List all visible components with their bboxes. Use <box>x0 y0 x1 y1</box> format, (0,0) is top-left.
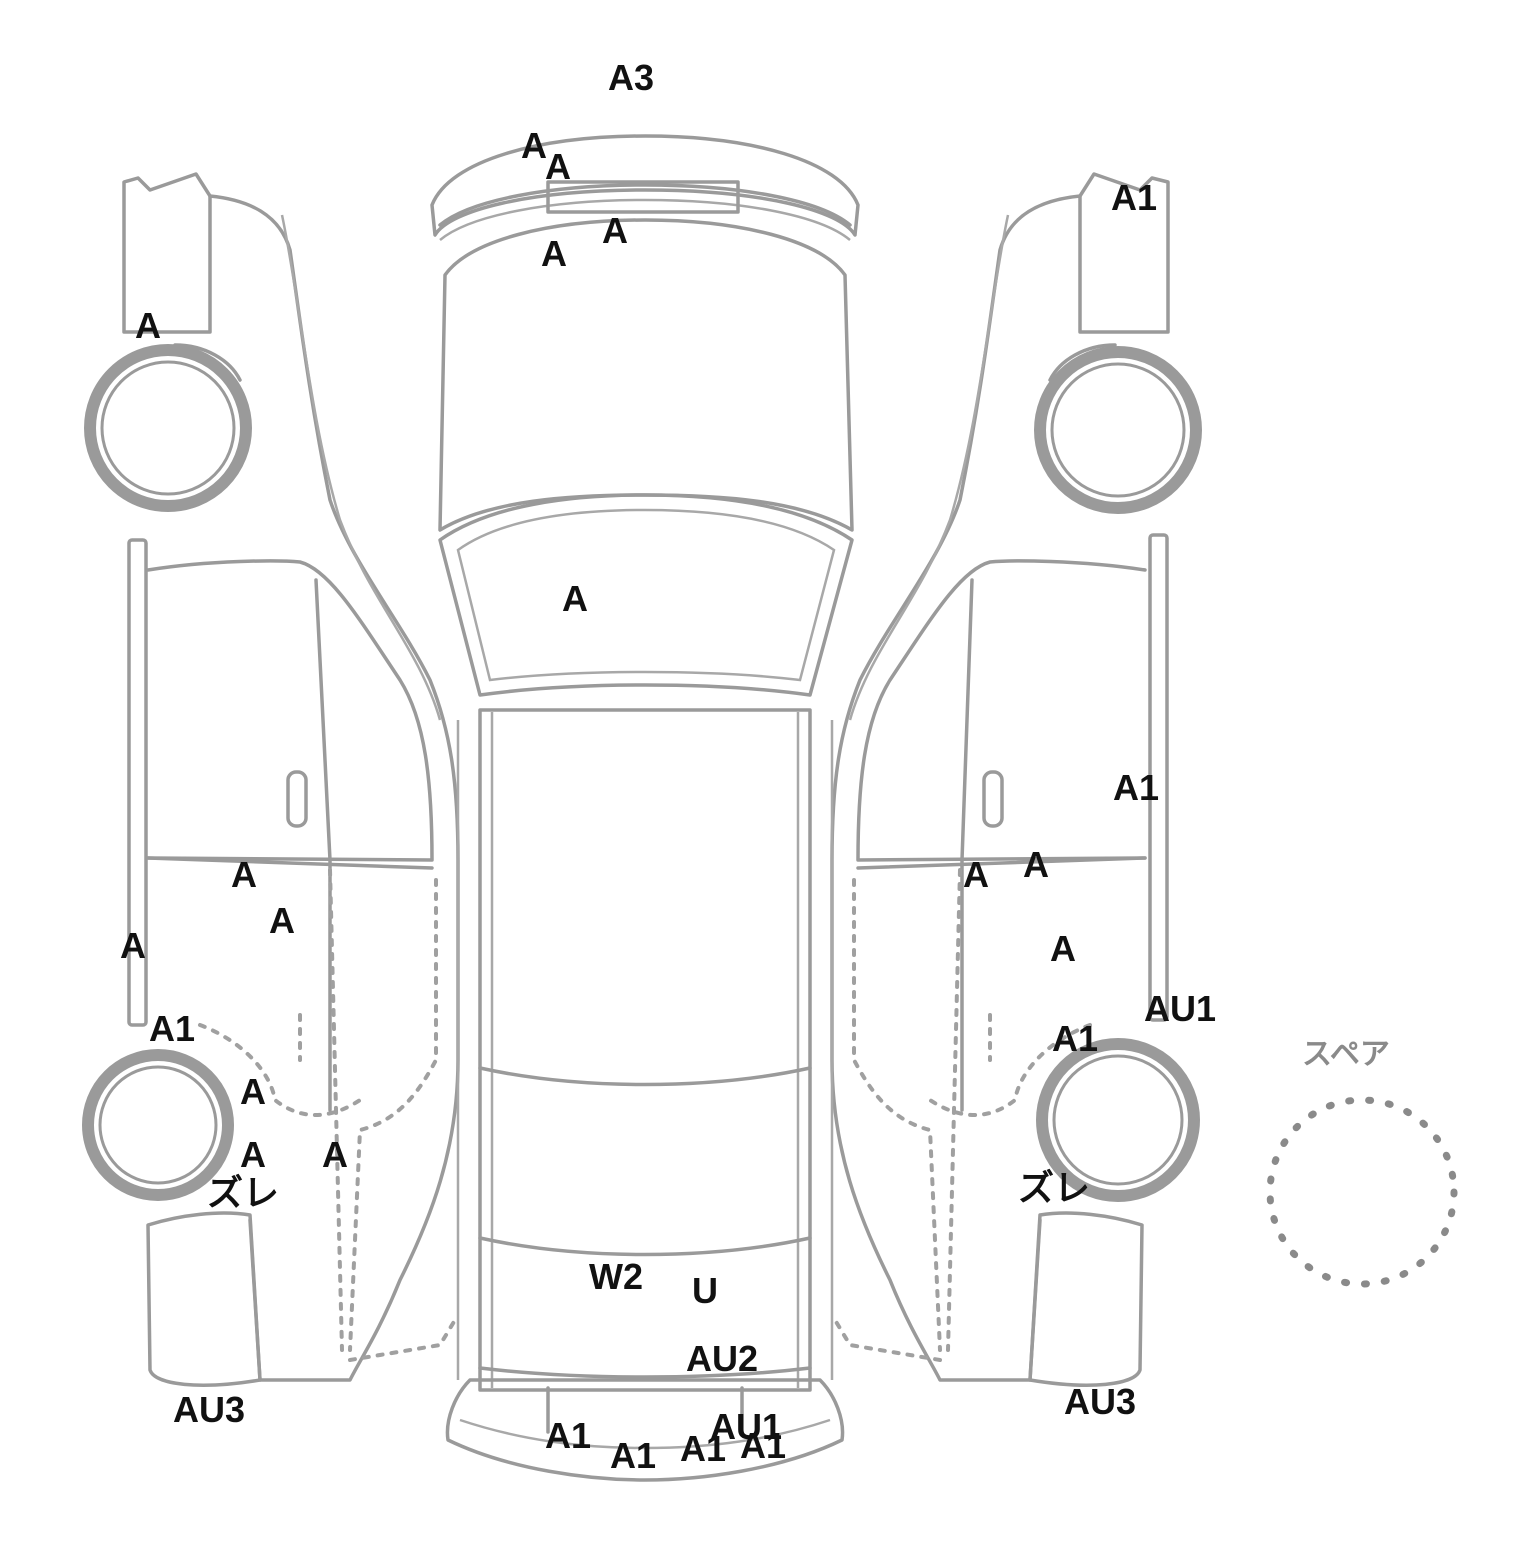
damage-mark: A <box>602 210 628 251</box>
spare-tire-outline <box>1266 1096 1458 1288</box>
spare-label: スペア <box>1302 1037 1390 1072</box>
damage-mark: A3 <box>608 57 654 98</box>
damage-mark: A <box>963 854 989 895</box>
damage-mark: A1 <box>680 1428 726 1469</box>
damage-mark: A1 <box>1052 1018 1098 1059</box>
damage-mark: A <box>521 125 547 166</box>
damage-mark: A <box>231 854 257 895</box>
damage-mark: A <box>1023 844 1049 885</box>
left-side-view <box>82 172 460 1387</box>
damage-mark: ズレ <box>207 1172 279 1213</box>
spare-tire: スペア <box>1266 1037 1458 1288</box>
damage-mark: A <box>120 925 146 966</box>
damage-mark: A <box>135 305 161 346</box>
damage-mark: A <box>541 233 567 274</box>
damage-mark: A1 <box>740 1425 786 1466</box>
damage-mark: A1 <box>610 1435 656 1476</box>
damage-mark: A1 <box>149 1008 195 1049</box>
damage-mark: AU3 <box>1064 1381 1136 1422</box>
damage-mark: A <box>322 1134 348 1175</box>
damage-mark: A <box>240 1134 266 1175</box>
damage-mark: A <box>269 900 295 941</box>
damage-mark: ズレ <box>1018 1167 1090 1208</box>
damage-mark: AU1 <box>710 1406 782 1447</box>
damage-mark: A <box>240 1071 266 1112</box>
damage-mark: A <box>1050 928 1076 969</box>
damage-mark: U <box>692 1270 718 1311</box>
damage-mark: AU3 <box>173 1389 245 1430</box>
damage-marks: A3 A A A A A1 A A A1 A A A A A A AU1 A1 … <box>120 57 1216 1476</box>
damage-mark: AU1 <box>1144 988 1216 1029</box>
damage-mark: A <box>562 578 588 619</box>
damage-mark: W2 <box>589 1256 643 1297</box>
damage-mark: AU2 <box>686 1338 758 1379</box>
damage-mark: A <box>545 146 571 187</box>
damage-mark: A1 <box>545 1415 591 1456</box>
damage-mark: A1 <box>1113 767 1159 808</box>
right-side-view <box>830 172 1202 1387</box>
damage-mark: A1 <box>1111 177 1157 218</box>
top-view <box>430 134 860 1482</box>
